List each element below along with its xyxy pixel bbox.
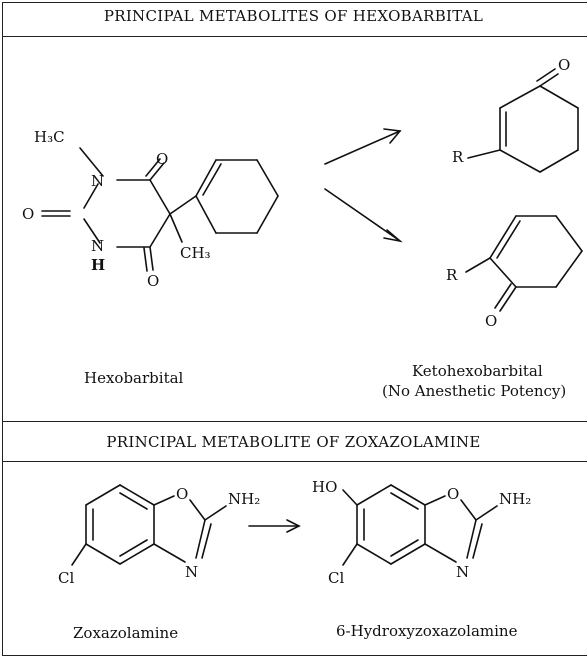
zoxazolamine-label: Zoxazolamine [73,624,179,642]
section-divider [2,421,587,422]
ketohexobarbital-label: Ketohexobarbital [412,362,543,380]
atom-ch3: CH₃ [180,244,211,262]
reaction-arrow-bottom [248,519,301,533]
hexobarbital-structure [41,147,279,272]
atom-o-bottom: O [147,272,159,290]
atom-n-hzox: N [456,563,469,581]
atom-n1: N [91,172,104,190]
section1-title: PRINCIPAL METABOLITES OF HEXOBARBITAL [103,7,484,25]
atom-nh2-zox: NH₂ [228,490,260,508]
atom-o-hzox: O [447,485,459,503]
hydroxyzoxazolamine-label: 6-Hydroxyzoxazolamine [336,622,518,640]
atom-h3c: H₃C [34,128,65,146]
section2-title-rule [2,461,587,462]
reaction-arrows-top [324,128,403,243]
hexobarbital-label: Hexobarbital [84,369,184,387]
atom-o-top: O [156,150,168,168]
atom-o-upper-product: O [558,56,570,74]
atom-n-zox: N [185,563,198,581]
section1-title-rule [2,36,587,37]
keto-product-upper [467,68,579,173]
atom-r-lower: R [446,266,458,284]
zoxazolamine-structure [71,484,227,566]
ketohexobarbital-note: (No Anesthetic Potency) [382,382,567,400]
section2-title: PRINCIPAL METABOLITE OF ZOXAZOLAMINE [106,433,481,451]
hydroxyzoxazolamine-structure [342,484,498,566]
keto-product-lower [465,215,583,312]
atom-r-upper: R [452,148,464,166]
atom-h: H [91,256,105,274]
atom-nh2-hzox: NH₂ [499,490,531,508]
atom-cl-hzox: Cl [328,569,344,587]
atom-o-lower-product: O [485,312,497,330]
atom-ho-hzox: HO [312,478,337,496]
atom-o-zox: O [176,485,188,503]
atom-cl-zox: Cl [58,569,74,587]
atom-o-left: O [22,205,34,223]
atom-n3: N [91,237,104,255]
